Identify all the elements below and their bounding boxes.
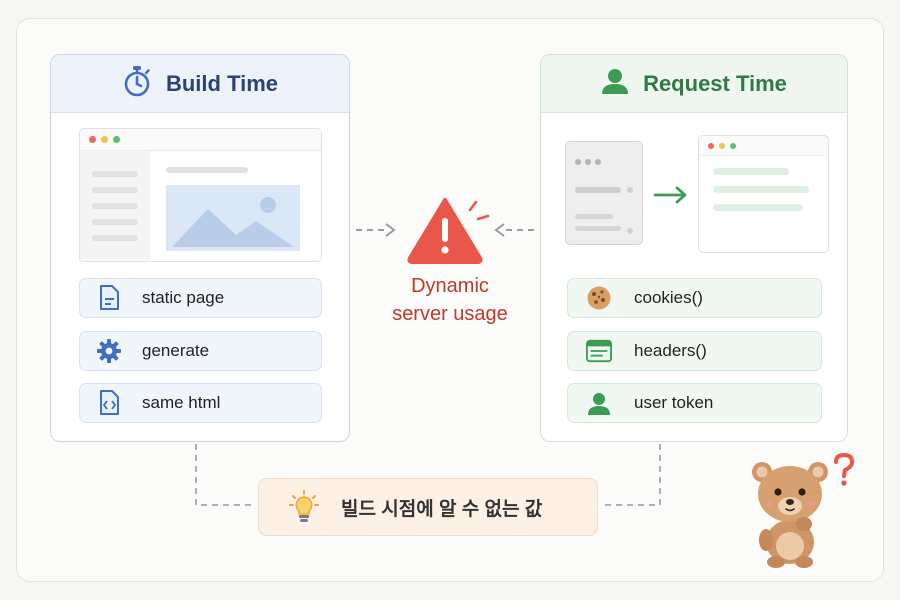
list-item-static-page: static page (79, 278, 322, 318)
dynamic-server-usage-label: Dynamic server usage (360, 272, 540, 328)
client-browser-mockup (565, 141, 643, 245)
maximize-dot-icon (730, 142, 736, 149)
user-icon (586, 390, 612, 416)
list-item-label: cookies() (634, 288, 703, 307)
list-item-same-html: same html (79, 383, 322, 423)
minimize-dot-icon (719, 142, 725, 149)
headers-icon (586, 338, 612, 364)
maximize-dot-icon (113, 136, 120, 143)
user-icon (601, 67, 629, 101)
close-dot-icon (89, 136, 96, 143)
bottom-note-text: 빌드 시점에 알 수 없는 값 (341, 498, 543, 520)
center-label-line1: Dynamic (411, 275, 489, 297)
request-time-panel: Request Time (540, 54, 848, 442)
list-item-label: same html (142, 393, 221, 412)
question-mark-icon (834, 452, 855, 486)
client-mockup-content (575, 159, 633, 234)
lightbulb-icon (289, 490, 319, 524)
cookie-icon (586, 285, 612, 311)
right-bottom-connector (600, 444, 661, 506)
minimize-dot-icon (101, 136, 108, 143)
build-time-header: Build Time (51, 55, 349, 113)
build-time-panel: Build Time static pa (50, 54, 350, 442)
list-item-label: headers() (634, 341, 707, 360)
left-arrow-head (385, 223, 396, 237)
list-item-generate: generate (79, 331, 322, 371)
list-item-label: generate (142, 341, 210, 360)
rendered-mockup-content (713, 168, 809, 211)
close-dot-icon (708, 142, 714, 149)
build-time-title: Build Time (165, 70, 279, 96)
center-label-line2: server usage (392, 303, 508, 325)
request-time-title: Request Time (643, 70, 787, 96)
bear-icon (752, 452, 855, 568)
code-file-icon (96, 390, 122, 416)
mockup-title-bar (80, 129, 321, 151)
list-item-cookies: cookies() (567, 278, 822, 318)
request-time-header: Request Time (541, 55, 847, 113)
rendered-page-mockup (698, 135, 829, 253)
arrow-right-icon (653, 186, 687, 204)
right-arrow-head (494, 223, 505, 237)
stopwatch-icon (122, 65, 152, 103)
gear-icon (96, 338, 122, 364)
list-item-user-token: user token (567, 383, 822, 423)
bottom-note: 빌드 시점에 알 수 없는 값 (258, 478, 598, 536)
list-item-label: static page (142, 288, 225, 307)
list-item-headers: headers() (567, 331, 822, 371)
static-page-mockup (79, 128, 322, 262)
list-item-label: user token (634, 393, 714, 412)
left-bottom-connector (195, 444, 256, 506)
mockup-content (80, 151, 300, 259)
rendered-mockup-title-bar (699, 136, 828, 156)
document-icon (96, 285, 122, 311)
